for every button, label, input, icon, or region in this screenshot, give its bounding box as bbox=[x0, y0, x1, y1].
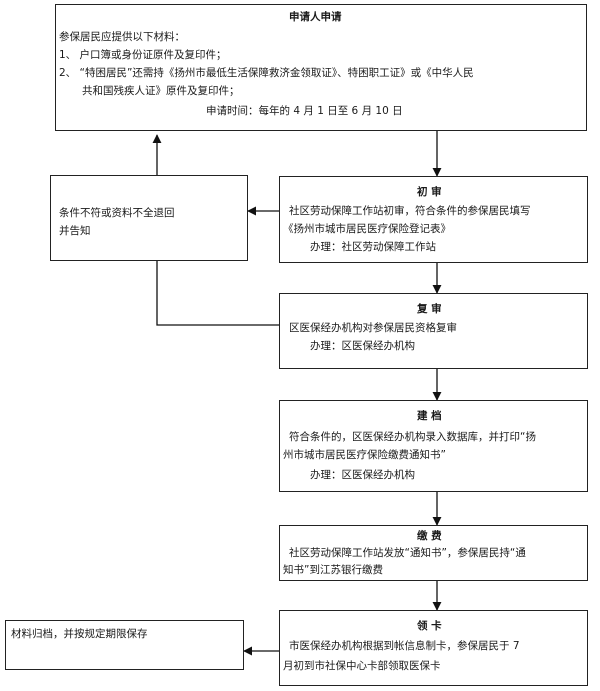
apply-time: 申请时间：每年的 4 月 1 日至 6 月 10 日 bbox=[206, 105, 403, 117]
card-box: 领 卡 市医保经办机构根据到帐信息制卡，参保居民于 7 月初到市社保中心卡部领取… bbox=[279, 610, 588, 686]
archive-record-line-2: 州市城市居民医疗保险缴费通知书” bbox=[283, 449, 446, 461]
archive-record-line-1: 符合条件的，区医保经办机构录入数据库，并打印“扬 bbox=[289, 431, 536, 443]
archive-record-title: 建 档 bbox=[417, 410, 442, 422]
second-review-handler: 办理：区医保经办机构 bbox=[310, 340, 415, 352]
initial-review-line-1: 社区劳动保障工作站初审，符合条件的参保居民填写 bbox=[289, 205, 531, 217]
storage-box: 材料归档，并按规定期限保存 bbox=[5, 620, 244, 670]
apply-line-2: 1、 户口簿或身份证原件及复印件； bbox=[59, 49, 227, 61]
card-line-1: 市医保经办机构根据到帐信息制卡，参保居民于 7 bbox=[289, 640, 520, 652]
reject-line-1: 条件不符或资料不全退回 bbox=[59, 207, 175, 219]
initial-review-handler: 办理：社区劳动保障工作站 bbox=[310, 241, 436, 253]
second-review-title: 复 审 bbox=[417, 303, 442, 315]
apply-line-3: 2、 “特困居民”还需持《扬州市最低生活保障救济金领取证》、特困职工证》或《中华… bbox=[59, 67, 474, 79]
apply-box: 申请人申请 参保居民应提供以下材料： 1、 户口簿或身份证原件及复印件； 2、 … bbox=[55, 4, 587, 131]
reject-box: 条件不符或资料不全退回 并告知 bbox=[50, 175, 248, 261]
payment-title: 缴 费 bbox=[417, 530, 442, 542]
archive-record-handler: 办理：区医保经办机构 bbox=[310, 469, 415, 481]
reject-line-2: 并告知 bbox=[59, 225, 91, 237]
initial-review-title: 初 审 bbox=[417, 186, 442, 198]
apply-title: 申请人申请 bbox=[289, 11, 342, 23]
payment-box: 缴 费 社区劳动保障工作站发放“通知书”，参保居民持“通 知书”到江苏银行缴费 bbox=[279, 525, 588, 581]
card-line-2: 月初到市社保中心卡部领取医保卡 bbox=[283, 660, 441, 672]
archive-record-box: 建 档 符合条件的，区医保经办机构录入数据库，并打印“扬 州市城市居民医疗保险缴… bbox=[279, 400, 588, 492]
payment-line-1: 社区劳动保障工作站发放“通知书”，参保居民持“通 bbox=[289, 547, 526, 559]
payment-line-2: 知书”到江苏银行缴费 bbox=[283, 564, 383, 576]
line-second-to-reject bbox=[156, 261, 279, 326]
apply-line-4: 共和国残疾人证》原件及复印件； bbox=[82, 85, 240, 97]
initial-review-box: 初 审 社区劳动保障工作站初审，符合条件的参保居民填写 《扬州市城市居民医疗保险… bbox=[279, 176, 588, 263]
apply-line-1: 参保居民应提供以下材料： bbox=[59, 31, 185, 43]
second-review-line-1: 区医保经办机构对参保居民资格复审 bbox=[289, 322, 457, 334]
second-review-box: 复 审 区医保经办机构对参保居民资格复审 办理：区医保经办机构 bbox=[279, 293, 588, 369]
storage-line-1: 材料归档，并按规定期限保存 bbox=[11, 628, 148, 640]
initial-review-line-2: 《扬州市城市居民医疗保险登记表》 bbox=[283, 223, 451, 235]
card-title: 领 卡 bbox=[417, 620, 442, 632]
